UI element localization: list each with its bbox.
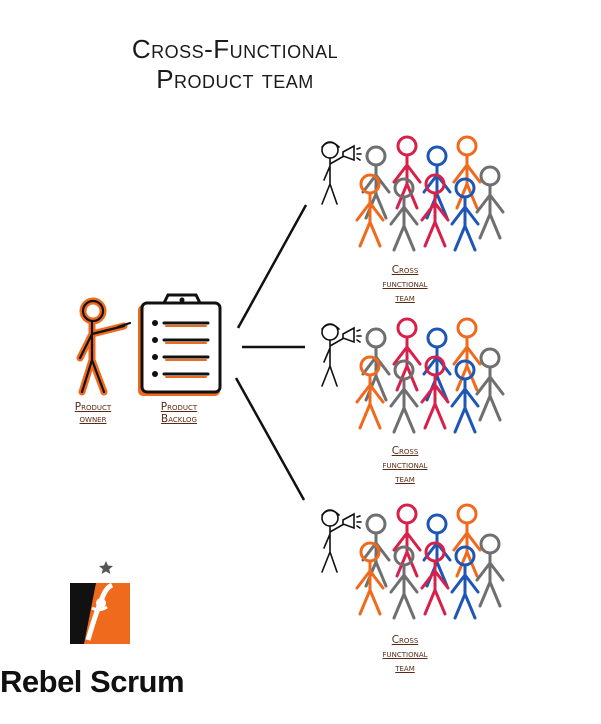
team-member	[355, 173, 385, 248]
connector-line-team-3	[234, 377, 306, 501]
team-member	[450, 177, 480, 252]
scrum-master-figure	[321, 323, 362, 387]
scrum-master-figure	[321, 141, 362, 205]
product-backlog-label-line2: Backlog	[161, 413, 197, 425]
product-owner-label-line2: owner	[79, 413, 107, 425]
scrum-master-figure	[321, 509, 362, 573]
team-member	[420, 541, 450, 616]
team-2-label-line2: functional	[382, 459, 428, 471]
megaphone-icon	[342, 326, 362, 344]
team-1-label-line2: functional	[382, 278, 428, 290]
team-member	[355, 355, 385, 430]
team-member	[389, 177, 419, 252]
team-group-2	[321, 317, 505, 434]
logo-mark	[70, 561, 130, 644]
team-member	[389, 359, 419, 434]
team-1-label-line1: Cross	[391, 264, 419, 276]
team-group-3	[321, 503, 505, 620]
team-member	[475, 347, 505, 422]
team-member	[475, 165, 505, 240]
product-owner-figure	[76, 297, 132, 396]
star-icon	[98, 561, 113, 574]
team-member	[420, 173, 450, 248]
diagram-title-line2: Product team	[156, 64, 314, 94]
team-3-label-line2: functional	[382, 648, 428, 660]
team-member	[355, 541, 385, 616]
team-member	[475, 533, 505, 608]
team-member	[420, 355, 450, 430]
logo-text: Rebel Scrum	[0, 664, 185, 699]
team-member	[389, 545, 419, 620]
team-member	[450, 545, 480, 620]
team-group-1	[321, 135, 505, 252]
clipboard-icon	[138, 293, 222, 396]
product-backlog-label-line1: Product	[160, 401, 198, 413]
team-3-label-line3: team	[395, 662, 415, 674]
team-1-label-line3: team	[395, 292, 415, 304]
team-2-label-line1: Cross	[391, 445, 419, 457]
team-3-label-line1: Cross	[391, 634, 419, 646]
product-owner-label-line1: Product	[74, 401, 112, 413]
megaphone-icon	[342, 512, 362, 530]
team-2-label-line3: team	[395, 473, 415, 485]
megaphone-icon	[342, 144, 362, 162]
team-member	[450, 359, 480, 434]
diagram-title-line1: Cross-Functional	[131, 34, 339, 64]
connector-line-team-1	[236, 204, 308, 329]
